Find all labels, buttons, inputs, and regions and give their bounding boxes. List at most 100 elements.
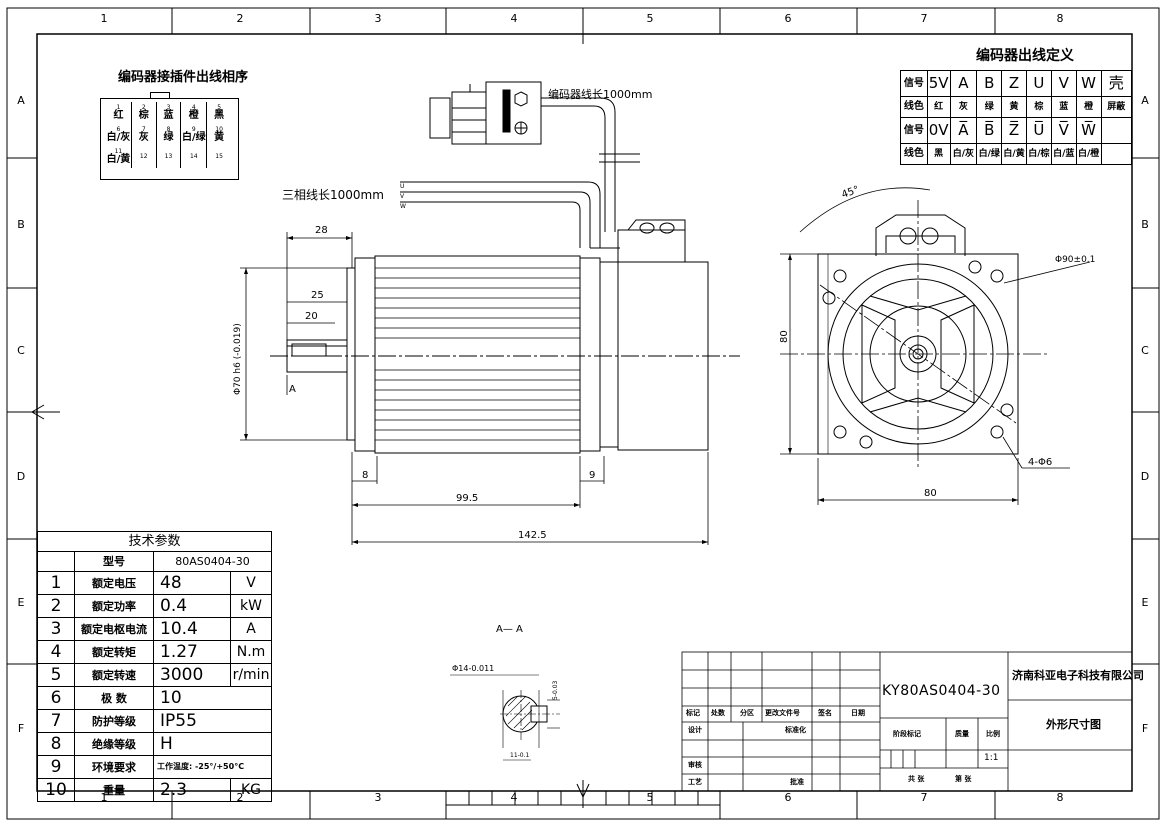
encoder-def-cell: 信号	[900, 70, 928, 97]
encoder-def-cell: W	[1075, 70, 1102, 97]
zone-row-label-A-left: A	[17, 94, 25, 107]
tech-row-unit: N.m	[230, 640, 272, 664]
encoder-def-cell: A̅	[949, 117, 978, 144]
zone-col-label-5-bottom: 5	[647, 791, 654, 804]
tb-h-mark-0: 标记	[686, 709, 700, 717]
zone-row-label-E-left: E	[18, 596, 25, 609]
phase-cable	[400, 181, 601, 248]
tech-row-value: IP55	[153, 709, 272, 733]
side-arrows	[244, 236, 708, 544]
zone-col-label-7-top: 7	[921, 12, 928, 25]
scale-value: 1:1	[984, 753, 999, 763]
zone-col-label-2-top: 2	[237, 12, 244, 25]
dim-9: 9	[589, 470, 595, 481]
tb-sheet: 第 张	[955, 775, 972, 783]
tb-standard: 标准化	[785, 726, 806, 734]
tech-row-unit: r/min	[230, 663, 272, 687]
connector-pin-color: 黑	[214, 110, 225, 121]
zone-col-label-6-bottom: 6	[785, 791, 792, 804]
tech-row-value: 48	[153, 571, 231, 595]
tech-row-unit: A	[230, 617, 272, 641]
zone-col-label-8-top: 8	[1057, 12, 1064, 25]
encoder-def-cell: V̅	[1050, 117, 1077, 144]
encoder-plug	[429, 81, 542, 145]
connector-pin-number: 11	[114, 148, 123, 155]
tech-row-number: 4	[37, 640, 75, 664]
tech-row-unit: KG	[230, 778, 272, 802]
tech-row-name: 绝缘等级	[74, 732, 154, 756]
tb-h-mark-4: 签名	[818, 709, 832, 717]
tb-h-mark-2: 分区	[740, 709, 754, 717]
zone-col-label-6-top: 6	[785, 12, 792, 25]
encoder-def-cell: 线色	[900, 143, 928, 165]
tech-row-value: 1.27	[153, 640, 231, 664]
connector-pin-color: 白/灰	[106, 132, 131, 143]
encoder-def-cell: 壳	[1100, 70, 1133, 97]
tech-row-unit: V	[230, 571, 272, 595]
encoder-def-cell: 屏蔽	[1100, 96, 1133, 118]
zone-col-label-3-top: 3	[375, 12, 382, 25]
dim-key: 5-0.03	[552, 680, 559, 700]
connector-pin-number: 4	[191, 104, 196, 111]
encoder-def-cell: B̅	[976, 117, 1003, 144]
tb-review: 审核	[688, 761, 702, 769]
dim-70: Φ70 h6 (-0.019)	[233, 323, 243, 395]
tech-title-row: 技术参数	[37, 531, 272, 552]
connector-pin-cell: 14	[180, 146, 208, 168]
encoder-def-cell	[1100, 117, 1133, 144]
front-centerlines	[780, 200, 1050, 470]
encoder-def-cell: U	[1025, 70, 1052, 97]
tech-row-name: 额定功率	[74, 594, 154, 618]
connector-tab	[150, 92, 170, 99]
connector-pin-number: 8	[166, 126, 171, 133]
tech-row-number: 5	[37, 663, 75, 687]
tech-row-number: 7	[37, 709, 75, 733]
zone-col-label-7-bottom: 7	[921, 791, 928, 804]
zone-row-label-A-right: A	[1141, 94, 1149, 107]
connector-pin-number: 10	[215, 126, 223, 133]
phase-cable-label: 三相线长1000mm	[282, 188, 384, 202]
encoder-def-cell: 白/灰	[949, 143, 978, 165]
encoder-def-cell: 白/橙	[1075, 143, 1102, 165]
encoder-def-cell: 绿	[976, 96, 1003, 118]
encoder-def-cell: Z̅	[1001, 117, 1027, 144]
tech-row-name: 额定电枢电流	[74, 617, 154, 641]
tech-row-number: 9	[37, 755, 75, 779]
phase-letter-v: V	[400, 193, 405, 200]
front-dimensions	[780, 253, 1091, 505]
encoder-def-cell: U̅	[1025, 117, 1052, 144]
drawing-number: KY80AS0404-30	[882, 683, 1001, 699]
dim-142-5: 142.5	[518, 530, 547, 541]
phase-letter-w: W	[400, 203, 406, 210]
tech-row-name: 极 数	[74, 686, 154, 710]
tb-h-mark-5: 日期	[851, 709, 865, 717]
zone-row-label-D-left: D	[17, 470, 25, 483]
dim-99-5: 99.5	[456, 493, 478, 504]
encoder-def-cell: 信号	[900, 117, 928, 144]
encoder-cable-label: 编码器线长1000mm	[548, 87, 652, 101]
tech-row-number: 8	[37, 732, 75, 756]
connector-pin-color: 灰	[138, 132, 149, 143]
zone-row-label-B-right: B	[1141, 218, 1149, 231]
dim-holes: 4-Φ6	[1028, 457, 1052, 468]
zone-row-label-D-right: D	[1141, 470, 1149, 483]
tech-row-value: 10.4	[153, 617, 231, 641]
zone-ticks	[7, 8, 1159, 819]
connector-pin-color: 绿	[163, 132, 174, 143]
section-label: A— A	[496, 624, 523, 635]
section-mark: A	[289, 384, 296, 395]
connector-pin-color: 棕	[138, 110, 149, 121]
encoder-def-cell: V	[1050, 70, 1077, 97]
encoder-def-cell: 白/黄	[1001, 143, 1027, 165]
encoder-cable	[541, 97, 640, 232]
dim-25: 25	[311, 290, 324, 301]
